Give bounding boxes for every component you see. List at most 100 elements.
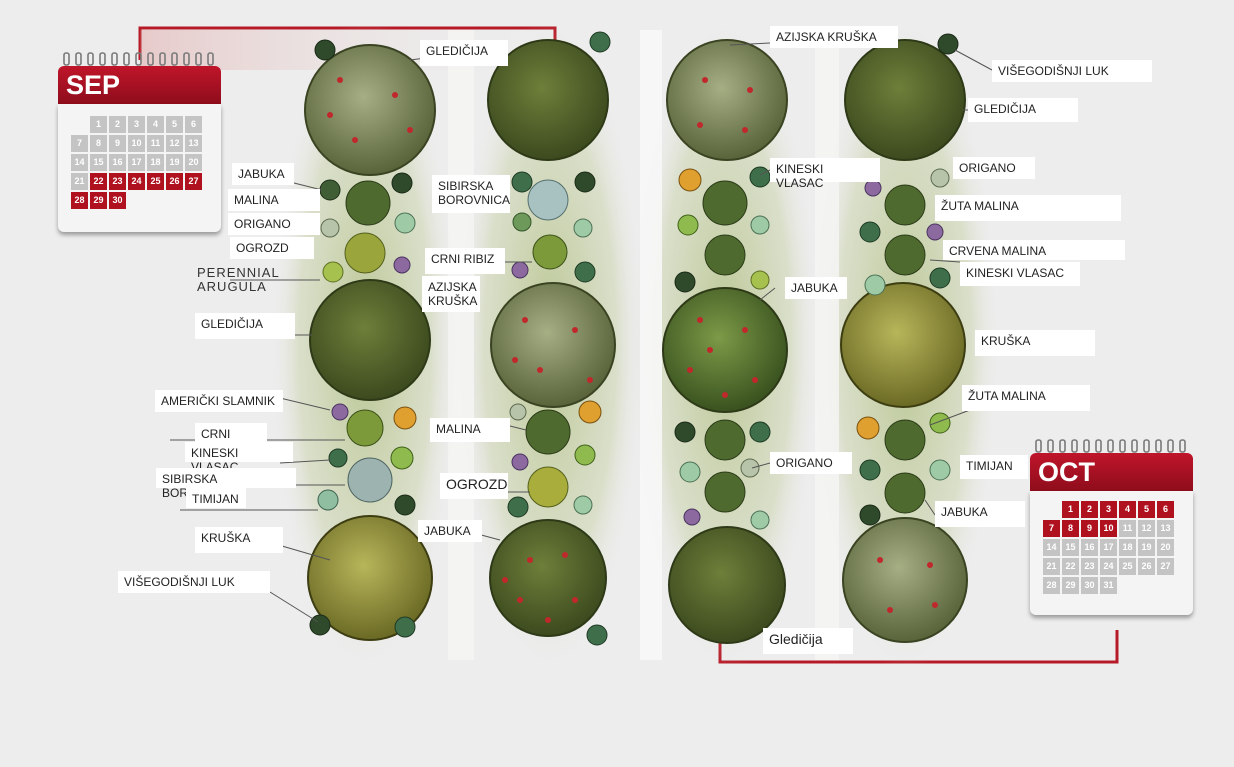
label-gledicija: Gledičija — [763, 628, 853, 654]
label-kineski-vlasac: KINESKI VLASAC — [960, 262, 1080, 286]
calendar-day: 29 — [90, 192, 107, 209]
calendar-day: 22 — [1062, 558, 1079, 575]
calendar-day: 20 — [185, 154, 202, 171]
calendar-day: 1 — [1062, 501, 1079, 518]
label-ogrozd: OGROZD — [230, 237, 314, 259]
label-kruska: KRUŠKA — [975, 330, 1095, 356]
label-malina: MALINA — [430, 418, 510, 442]
calendar-day: 14 — [1043, 539, 1060, 556]
label-jabuka: JABUKA — [232, 163, 294, 185]
calendar-header: OCT — [1030, 453, 1193, 491]
calendar-day: 12 — [166, 135, 183, 152]
calendar-day: 12 — [1138, 520, 1155, 537]
label-zuta-malina: ŽUTA MALINA — [962, 385, 1090, 411]
calendar-day: 17 — [1100, 539, 1117, 556]
calendar-day: 5 — [1138, 501, 1155, 518]
calendar-day: 19 — [166, 154, 183, 171]
label-timijan: TIMIJAN — [960, 455, 1028, 479]
label-perennial-arugula: PERENNIAL ARUGULA — [197, 266, 327, 284]
calendar-day: 8 — [1062, 520, 1079, 537]
calendar-day: 23 — [109, 173, 126, 190]
calendar-day: 9 — [1081, 520, 1098, 537]
calendar-day: 15 — [1062, 539, 1079, 556]
label-azijska-kruska: AZIJSKA KRUŠKA — [770, 26, 898, 48]
calendar-day: 8 — [90, 135, 107, 152]
calendar-day: 19 — [1138, 539, 1155, 556]
label-jabuka: JABUKA — [935, 501, 1025, 527]
calendar-month: OCT — [1038, 453, 1095, 491]
label-gledicija: GLEDIČIJA — [968, 98, 1078, 122]
calendar-day: 29 — [1062, 577, 1079, 594]
calendar-day: 4 — [1119, 501, 1136, 518]
calendar-day: 25 — [1119, 558, 1136, 575]
tree-gledicija-mid — [310, 280, 430, 400]
calendar-day: 11 — [147, 135, 164, 152]
label-kruska: KRUŠKA — [195, 527, 283, 553]
tree-kruska-right — [841, 283, 965, 407]
calendar-day: 24 — [1100, 558, 1117, 575]
calendar-day: 26 — [166, 173, 183, 190]
calendar-day: 25 — [147, 173, 164, 190]
calendar-day: 27 — [185, 173, 202, 190]
calendar-day: 2 — [109, 116, 126, 133]
label-zuta-malina: ŽUTA MALINA — [935, 195, 1121, 221]
calendar-days: 1234567891011121314151617181920212223242… — [71, 116, 202, 209]
calendar-day: 31 — [1100, 577, 1117, 594]
calendar-day: 7 — [71, 135, 88, 152]
label-jabuka: JABUKA — [418, 520, 482, 542]
calendar-day: 1 — [90, 116, 107, 133]
label-visegodisnji-luk: VIŠEGODIŠNJI LUK — [118, 571, 270, 593]
calendar-day: 15 — [90, 154, 107, 171]
label-malina: MALINA — [228, 189, 320, 211]
label-sibirska-borovnica: SIBIRSKA BOROVNICA — [156, 468, 296, 488]
calendar-october: OCT 123456789101112131415161718192021222… — [1030, 437, 1193, 615]
label-origano: ORIGANO — [770, 452, 852, 474]
calendar-day: 26 — [1138, 558, 1155, 575]
label-origano: ORIGANO — [228, 213, 320, 235]
calendar-day: 4 — [147, 116, 164, 133]
calendar-day: 17 — [128, 154, 145, 171]
label-ogrozd: OGROZD — [440, 473, 508, 499]
label-gledicija: GLEDIČIJA — [195, 313, 295, 339]
calendar-day: 3 — [128, 116, 145, 133]
tree-gledicija-right — [845, 40, 965, 160]
label-kineski-vlasac: KINESKI VLASAC — [185, 442, 293, 462]
calendar-month: SEP — [66, 66, 120, 104]
tree-azijska-kruska — [491, 283, 615, 407]
calendar-day: 16 — [1081, 539, 1098, 556]
label-timijan: TIMIJAN — [186, 488, 246, 508]
calendar-day: 27 — [1157, 558, 1174, 575]
label-crni-ribiz: CRNI RIBIZ — [195, 423, 267, 443]
calendar-day: 23 — [1081, 558, 1098, 575]
calendar-day: 14 — [71, 154, 88, 171]
calendar-day: 11 — [1119, 520, 1136, 537]
label-crni-ribiz: CRNI RIBIZ — [425, 248, 505, 274]
calendar-day: 16 — [109, 154, 126, 171]
calendar-day: 21 — [71, 173, 88, 190]
label-crvena-malina: CRVENA MALINA — [943, 240, 1125, 260]
calendar-body: 1234567891011121314151617181920212223242… — [58, 104, 221, 232]
calendar-day: 13 — [185, 135, 202, 152]
tree-azijska-kruska-right — [667, 40, 787, 160]
tree-jabuka-bottom-right — [843, 518, 967, 642]
calendar-day: 22 — [90, 173, 107, 190]
calendar-september: SEP 123456789101112131415161718192021222… — [58, 50, 221, 232]
calendar-day: 6 — [1157, 501, 1174, 518]
calendar-day: 24 — [128, 173, 145, 190]
label-origano: ORIGANO — [953, 157, 1035, 179]
calendar-blank — [71, 116, 88, 133]
calendar-day: 9 — [109, 135, 126, 152]
calendar-day: 2 — [1081, 501, 1098, 518]
calendar-day: 13 — [1157, 520, 1174, 537]
calendar-blank — [1043, 501, 1060, 518]
calendar-days: 1234567891011121314151617181920212223242… — [1043, 501, 1174, 594]
label-kineski-vlasac: KINESKI VLASAC — [770, 158, 880, 182]
calendar-header: SEP — [58, 66, 221, 104]
calendar-day: 20 — [1157, 539, 1174, 556]
calendar-day: 10 — [1100, 520, 1117, 537]
calendar-day: 3 — [1100, 501, 1117, 518]
calendar-day: 7 — [1043, 520, 1060, 537]
calendar-day: 21 — [1043, 558, 1060, 575]
label-gledicija: GLEDIČIJA — [420, 40, 508, 66]
calendar-day: 28 — [1043, 577, 1060, 594]
